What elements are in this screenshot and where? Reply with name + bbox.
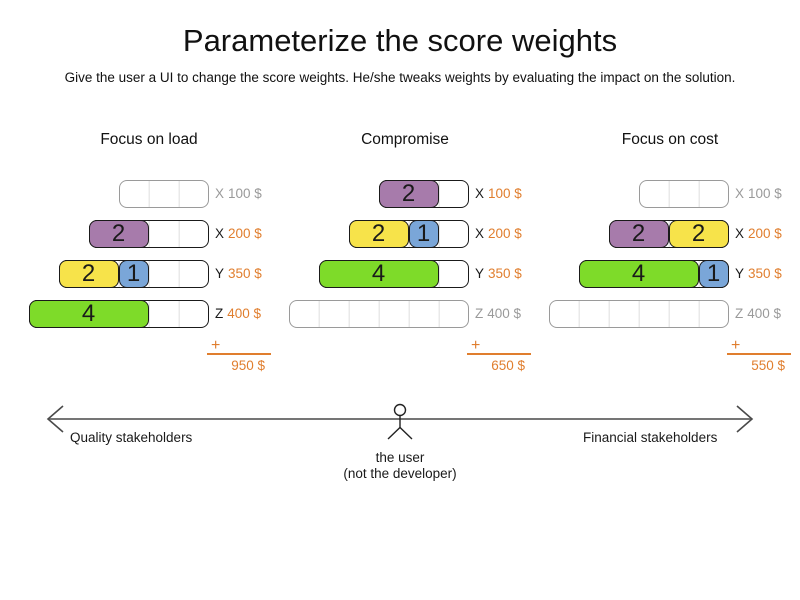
weight-block: 2	[608, 219, 669, 248]
weight-slider	[549, 300, 729, 328]
slider-gridlines	[290, 301, 468, 327]
panel-header-focus-on-load: Focus on load	[100, 131, 198, 148]
panel-header-compromise: Compromise	[361, 131, 449, 148]
weight-slider: 4	[318, 259, 469, 288]
constraint-price: 400 $	[487, 306, 522, 321]
arrow-right-icon	[736, 405, 754, 433]
total-value: 950 $	[231, 358, 265, 373]
weight-slider: 2 2	[608, 219, 729, 248]
weight-block: 2	[88, 219, 149, 248]
sum-rule	[727, 353, 791, 355]
constraint-price: 100 $	[748, 186, 782, 201]
plus-icon: +	[471, 337, 481, 354]
arrow-left-icon	[46, 405, 64, 433]
constraint-price: 350 $	[488, 266, 522, 281]
constraint-price: 100 $	[488, 186, 522, 201]
panel-header-focus-on-cost: Focus on cost	[621, 131, 719, 148]
page-subtitle: Give the user a UI to change the score w…	[64, 70, 736, 85]
weight-slider	[119, 180, 209, 208]
weight-block: 4	[318, 259, 439, 288]
slider-gridlines	[550, 301, 728, 327]
weight-block: 1	[408, 219, 439, 248]
constraint-price: 200 $	[748, 226, 782, 241]
constraint-variable: Z	[735, 306, 744, 321]
constraint-price: 100 $	[228, 186, 262, 201]
constraint-price: 200 $	[488, 226, 522, 241]
constraint-price: 200 $	[228, 226, 262, 241]
constraint-variable: X	[215, 226, 225, 241]
constraint-price: 350 $	[228, 266, 262, 281]
total-value: 550 $	[751, 358, 785, 373]
weight-block: 1	[698, 259, 729, 288]
weight-slider: 2	[378, 179, 469, 208]
user-stick-figure-icon	[387, 403, 413, 440]
user-caption-line2: (not the developer)	[343, 466, 457, 481]
weight-slider	[639, 180, 729, 208]
panel-total: + 550 $	[727, 338, 791, 373]
constraint-price: 350 $	[748, 266, 782, 281]
slider-gridlines	[640, 181, 728, 207]
sum-rule	[207, 353, 271, 355]
user-caption-line1: the user	[375, 450, 425, 465]
stakeholder-spectrum-arrow	[46, 403, 754, 440]
constraint-variable: X	[735, 226, 745, 241]
constraint-variable: X	[475, 186, 485, 201]
panel-total: + 650 $	[467, 338, 531, 373]
panel-total: + 950 $	[207, 338, 271, 373]
weight-slider: 2 1	[348, 219, 469, 248]
weight-slider: 2	[88, 219, 209, 248]
sum-rule	[467, 353, 531, 355]
plus-icon: +	[731, 337, 741, 354]
constraint-price: 400 $	[227, 306, 262, 321]
constraint-variable: X	[215, 186, 225, 201]
weight-block: 2	[668, 219, 729, 248]
weight-slider	[289, 300, 469, 328]
plus-icon: +	[211, 337, 221, 354]
constraint-price: 400 $	[747, 306, 782, 321]
total-value: 650 $	[491, 358, 525, 373]
weight-block: 2	[378, 179, 439, 208]
weight-block: 2	[348, 219, 409, 248]
weight-slider: 2 1	[58, 259, 209, 288]
axis-label-financial: Financial stakeholders	[583, 430, 718, 445]
constraint-variable: Z	[215, 306, 224, 321]
weight-slider: 4 1	[578, 259, 729, 288]
constraint-variable: Z	[475, 306, 484, 321]
weight-block: 2	[58, 259, 119, 288]
page-title: Parameterize the score weights	[182, 23, 618, 58]
constraint-variable: X	[475, 226, 485, 241]
axis-label-quality: Quality stakeholders	[70, 430, 193, 445]
weight-block: 4	[28, 299, 149, 328]
constraint-variable: X	[735, 186, 745, 201]
constraint-variable: Y	[215, 266, 225, 281]
constraint-variable: Y	[735, 266, 745, 281]
weight-block: 4	[578, 259, 699, 288]
weight-slider: 4	[28, 299, 209, 328]
weight-block: 1	[118, 259, 149, 288]
slider-gridlines	[120, 181, 208, 207]
constraint-variable: Y	[475, 266, 485, 281]
